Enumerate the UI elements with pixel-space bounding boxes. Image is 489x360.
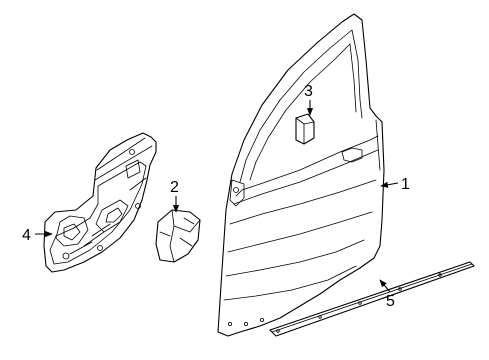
leader-1 [380, 181, 399, 188]
callout-2: 2 [170, 179, 179, 196]
mirror-trim-block [295, 113, 315, 145]
front-door-shell [217, 13, 385, 337]
door-bracket [155, 209, 201, 263]
callout-1: 1 [401, 176, 410, 193]
beltline-moulding [269, 261, 475, 337]
callout-5: 5 [386, 293, 395, 310]
window-regulator-panel [43, 132, 157, 273]
leader-5 [379, 279, 391, 293]
callout-4: 4 [22, 227, 31, 244]
callout-3: 3 [304, 83, 313, 100]
